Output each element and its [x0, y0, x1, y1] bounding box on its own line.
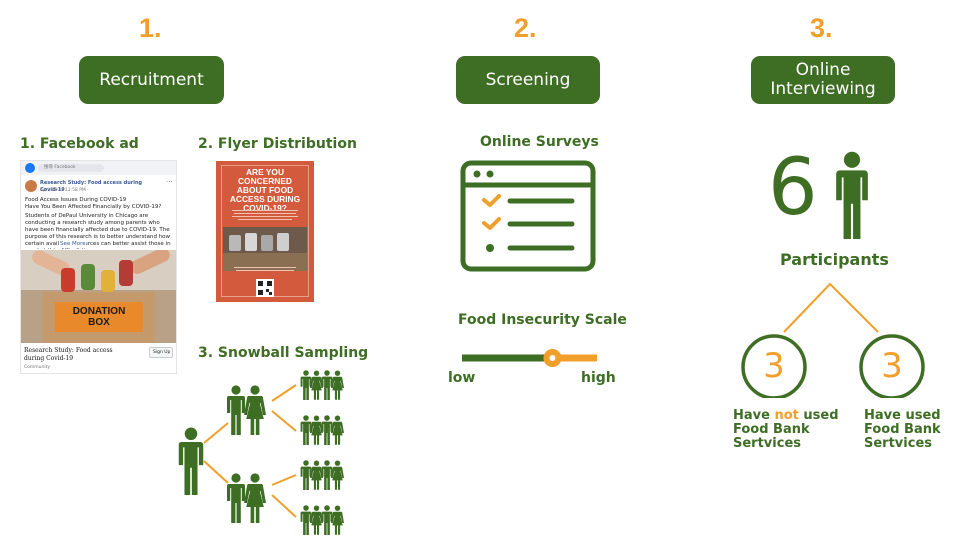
facebook-logo-icon [25, 163, 35, 173]
woman-icon [331, 460, 344, 490]
group-b-description: Have used Food Bank Sertvices [864, 409, 941, 451]
photo-can [119, 260, 133, 286]
donation-box-label: DONATION BOX [55, 302, 143, 332]
donation-box: DONATION BOX [43, 292, 155, 343]
person-icon [321, 370, 333, 400]
woman-icon [331, 415, 344, 445]
person-icon [321, 505, 333, 535]
group-b-line3: Sertvices [864, 436, 932, 451]
facebook-ad-label: 1. Facebook ad [20, 136, 139, 152]
donation-box-text-1: DONATION [72, 306, 126, 317]
food-insecurity-scale-label: Food Insecurity Scale [458, 312, 627, 328]
group-a-line1: Have not used [733, 408, 839, 423]
flyer-footer-text [230, 265, 300, 275]
participants-split-diagram [741, 282, 925, 398]
scale-low-label: low [448, 370, 476, 386]
person-icon [300, 505, 312, 535]
screening-pill: Screening [456, 56, 600, 104]
woman-icon [310, 370, 323, 400]
slider-knob-center [549, 355, 556, 361]
snowball-diagram [178, 370, 344, 535]
person-icon [321, 415, 333, 445]
fb-more-icon: ··· [166, 178, 173, 186]
fb-search-box: 搜尋 Facebook [38, 164, 104, 172]
person-icon [300, 460, 312, 490]
group-b-line2: Food Bank [864, 422, 941, 437]
photo-can [101, 270, 115, 292]
donation-box-text-2: BOX [88, 317, 110, 328]
flyer-crate [223, 253, 307, 271]
snowball-connectors [203, 384, 297, 518]
group-a-count: 3 [763, 346, 785, 386]
woman-icon [331, 505, 344, 535]
step-3-number: 3. [810, 13, 833, 43]
fb-signup-text: Sign Up [153, 350, 171, 355]
person-icon [300, 370, 312, 400]
flyer-small-text [230, 208, 300, 226]
flyer-label: 2. Flyer Distribution [198, 136, 357, 152]
fb-post-date: April 28 at 11:58 PM · [40, 188, 89, 193]
fb-page-avatar [25, 180, 37, 192]
group-a-line3: Sertvices [733, 436, 801, 451]
person-icon [321, 460, 333, 490]
facebook-ad-card: 搜尋 Facebook Research Study: Food access … [20, 160, 177, 374]
fb-signup-button[interactable]: Sign Up [149, 347, 173, 358]
person-icon [227, 473, 245, 523]
woman-icon [244, 473, 266, 523]
flyer-can [229, 235, 241, 251]
flyer-image: ARE YOU CONCERNED ABOUT FOOD ACCESS DURI… [216, 161, 314, 302]
woman-icon [310, 460, 323, 490]
fb-ad-photo: DONATION BOX [21, 250, 176, 343]
person-icon [227, 385, 245, 435]
recruitment-pill: Recruitment [79, 56, 224, 104]
fb-body-text: Students of DePaul University in Chicago… [25, 213, 171, 249]
fb-see-more: See More [59, 241, 86, 248]
scale-high-label: high [581, 370, 616, 386]
fb-footer-sub: Community [24, 365, 51, 370]
fb-footer-title: Research Study: Food access during Covid… [24, 347, 113, 362]
recruitment-title: Recruitment [99, 69, 204, 90]
step-1-number: 1. [139, 13, 162, 43]
group-b-count: 3 [881, 346, 903, 386]
group-b-line1: Have used [864, 408, 941, 423]
group-a-circle [741, 334, 807, 398]
fb-top-bar: 搜尋 Facebook [21, 161, 176, 175]
survey-icon [460, 160, 596, 272]
photo-can [81, 264, 95, 290]
person-icon [300, 415, 312, 445]
woman-icon [310, 415, 323, 445]
screening-title: Screening [485, 69, 571, 90]
food-insecurity-slider[interactable] [460, 345, 600, 371]
flyer-can [261, 235, 273, 251]
fb-headline-1: Food Access Issues During COVID-19 [25, 197, 127, 203]
interviewing-pill: Online Interviewing [751, 56, 895, 104]
fb-page-name: Research Study: Food access during Covid… [40, 180, 143, 193]
photo-can [61, 268, 75, 292]
fb-headline-2: Have You Been Affected Financially by CO… [25, 204, 162, 210]
participant-person-icon [836, 151, 868, 239]
fb-search-text: 搜尋 Facebook [44, 165, 76, 170]
flyer-can [245, 233, 257, 251]
participant-count: 6 [768, 143, 818, 233]
group-a-line2: Food Bank [733, 422, 810, 437]
woman-icon [244, 385, 266, 435]
woman-icon [331, 370, 344, 400]
group-a-description: Have not used Food Bank Sertvices [733, 409, 839, 451]
flyer-photo [223, 227, 307, 271]
participants-label: Participants [780, 250, 889, 269]
flyer-headline: ARE YOU CONCERNED ABOUT FOOD ACCESS DURI… [229, 167, 301, 213]
group-b-circle [859, 334, 925, 398]
flyer-can [277, 233, 289, 251]
split-connector [783, 282, 879, 333]
not-highlight: not [774, 408, 799, 423]
snowball-label: 3. Snowball Sampling [198, 345, 369, 361]
woman-icon [310, 505, 323, 535]
online-surveys-label: Online Surveys [480, 134, 599, 150]
interviewing-title-line2: Interviewing [770, 79, 876, 99]
step-2-number: 2. [514, 13, 537, 43]
interviewing-title-line1: Online [795, 60, 851, 80]
seed-person-icon [178, 427, 204, 495]
flyer-qr-code-icon [256, 279, 274, 297]
